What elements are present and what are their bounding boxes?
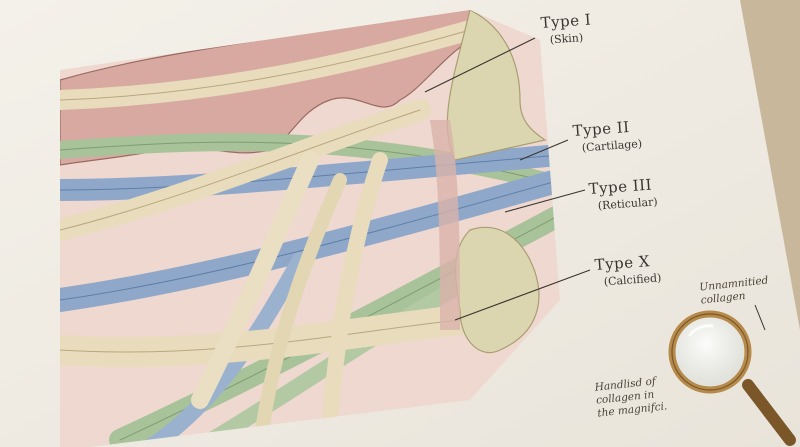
tissue-drawing [60, 10, 560, 447]
note-handlisd: Handlisd of collagen in the magnifci. [594, 374, 668, 420]
label-type-x: Type X (Calcified) [594, 251, 662, 288]
magnifying-glass-icon [668, 310, 796, 446]
leader-lines [424, 37, 591, 321]
label-type-ii: Type II (Cartilage) [572, 117, 643, 155]
label-type-x-title: Type X [594, 252, 651, 274]
label-type-ii-title: Type II [572, 118, 631, 140]
label-type-i: Type I (Skin) [540, 10, 593, 46]
type-i-fibers [60, 20, 480, 447]
note-arrow [754, 304, 766, 331]
label-type-iii: Type III (Reticular) [588, 175, 658, 213]
bone-upper [446, 10, 547, 161]
label-type-iii-title: Type III [588, 175, 653, 198]
label-type-i-title: Type I [540, 10, 592, 32]
